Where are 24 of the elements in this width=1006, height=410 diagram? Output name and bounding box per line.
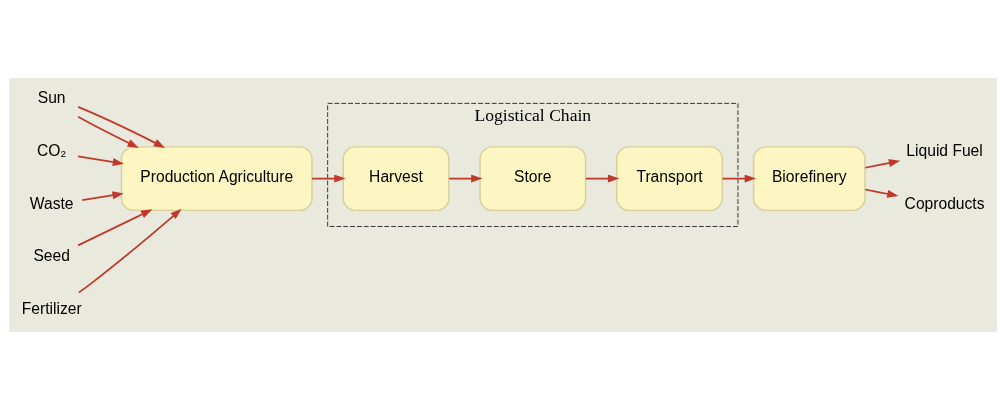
node-text: Seed [33,247,70,265]
node-box: Harvest [342,146,450,212]
node-text: Coproducts [904,194,985,212]
arrow [77,208,182,294]
node-box: Store [479,146,587,212]
arrow [864,159,901,169]
node-text: CO₂ [36,141,67,159]
arrow [585,174,620,183]
arrow [81,191,124,202]
arrow [864,188,899,198]
arrow [77,155,125,166]
arrow [77,115,139,148]
node-text: Fertilizer [21,300,82,318]
node-text: Sun [37,89,66,107]
node-box: Transport [616,146,724,212]
node-text: Waste [29,194,74,212]
arrow [77,106,166,148]
arrow [448,174,483,183]
arrow [311,174,346,183]
node-box: Biorefinery [752,146,866,212]
node-box: Production Agriculture [120,146,313,212]
node-text: Liquid Fuel [906,141,983,159]
arrow [721,174,757,183]
arrow [77,209,153,247]
